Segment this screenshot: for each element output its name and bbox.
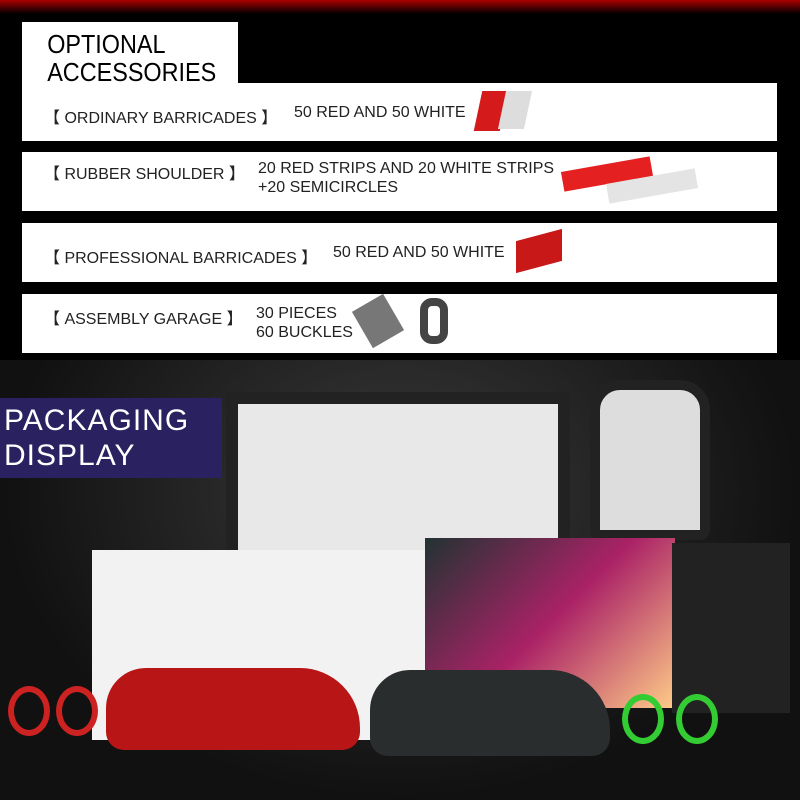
top-glow	[0, 0, 800, 14]
accessory-row-assembly-garage: 【 ASSEMBLY GARAGE 】 30 PIECES 60 BUCKLES	[22, 293, 777, 353]
accessory-desc: 50 RED AND 50 WHITE	[333, 244, 505, 261]
accessory-row-ordinary-barricades: 【 ORDINARY BARRICADES 】 50 RED AND 50 WH…	[22, 83, 777, 141]
accessory-name: 【 ASSEMBLY GARAGE 】	[44, 311, 243, 328]
remote-controller	[590, 380, 710, 540]
accessory-row-rubber-shoulder: 【 RUBBER SHOULDER 】 20 RED STRIPS AND 20…	[22, 152, 777, 211]
accessory-name: 【 RUBBER SHOULDER 】	[44, 166, 245, 183]
product-photo	[0, 360, 800, 800]
accessory-desc: 30 PIECES	[256, 305, 337, 322]
box-rc-future	[672, 543, 790, 713]
accessory-name: 【 PROFESSIONAL BARRICADES 】	[44, 250, 318, 267]
accessory-desc: 20 RED STRIPS AND 20 WHITE STRIPS	[258, 160, 555, 177]
section-title: OPTIONAL ACCESSORIES	[22, 22, 238, 86]
garage-panel-image	[351, 293, 405, 349]
red-wheel	[8, 686, 50, 736]
accessory-name: 【 ORDINARY BARRICADES 】	[44, 110, 278, 127]
buckle-image	[420, 298, 448, 344]
title-line1: OPTIONAL	[47, 29, 166, 59]
banner-line1: PACKAGING	[4, 404, 190, 437]
accessory-desc-2: +20 SEMICIRCLES	[258, 179, 399, 196]
red-rc-car	[106, 668, 360, 750]
green-wheel	[676, 694, 718, 744]
green-wheel	[622, 694, 664, 744]
accessory-desc: 50 RED AND 50 WHITE	[294, 104, 466, 121]
accessory-desc-2: 60 BUCKLES	[256, 324, 353, 341]
banner-line2: DISPLAY	[4, 439, 136, 472]
professional-barricade-image	[516, 228, 562, 274]
accessory-row-professional-barricades: 【 PROFESSIONAL BARRICADES 】 50 RED AND 5…	[22, 223, 777, 282]
packaging-display-banner: PACKAGING DISPLAY	[0, 398, 222, 478]
black-rc-car	[370, 670, 610, 756]
red-wheel	[56, 686, 98, 736]
title-line2: ACCESSORIES	[47, 57, 217, 87]
